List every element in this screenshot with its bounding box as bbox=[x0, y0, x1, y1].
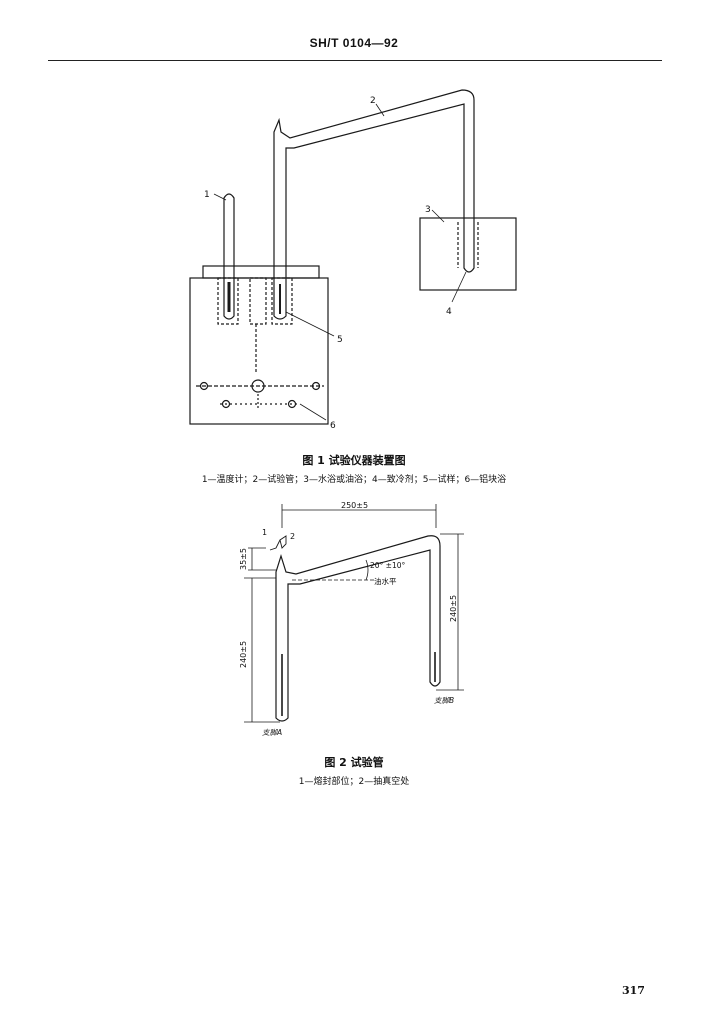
figure1-diagram: 1 2 3 4 5 6 bbox=[189, 89, 517, 431]
fig2-label-1: 1 bbox=[262, 528, 267, 537]
page-header: SH/T 0104—92 bbox=[309, 36, 399, 50]
dim-left-height: 240±5 bbox=[239, 641, 248, 668]
foot-a-label: 支脚A bbox=[262, 728, 282, 737]
fig1-label-1: 1 bbox=[204, 190, 210, 200]
figure2-caption: 图 2 试验管 bbox=[324, 756, 384, 769]
angle-label: 20° ±10° bbox=[370, 561, 406, 570]
page-number: 317 bbox=[622, 984, 645, 997]
fig1-label-2: 2 bbox=[370, 96, 376, 106]
header-rule bbox=[48, 60, 662, 61]
dim-top: 35±5 bbox=[239, 548, 248, 570]
water-bath bbox=[419, 217, 517, 291]
fig2-label-2: 2 bbox=[290, 532, 295, 541]
figure2-diagram: 1 2 250±5 35±5 240±5 240±5 20° ±10° 油水平 … bbox=[239, 501, 464, 737]
foot-b-label: 支脚B bbox=[434, 696, 454, 705]
well-left bbox=[217, 277, 239, 325]
thermometer bbox=[223, 193, 235, 320]
fig1-label-4: 4 bbox=[446, 307, 452, 317]
fig1-label-3: 3 bbox=[425, 205, 431, 215]
horizontal-label: 油水平 bbox=[374, 576, 397, 586]
dim-width: 250±5 bbox=[341, 501, 368, 510]
figure1-legend: 1—温度计；2—试验管；3—水浴或油浴；4—致冷剂；5—试样；6—铝块浴 bbox=[201, 475, 507, 485]
figure2-legend: 1—熔封部位；2—抽真空处 bbox=[298, 777, 410, 787]
test-tube-fig1 bbox=[273, 89, 475, 320]
fig1-label-6: 6 bbox=[330, 421, 336, 431]
fig1-label-5: 5 bbox=[337, 335, 343, 345]
well-center bbox=[249, 277, 267, 325]
well-right bbox=[271, 277, 293, 325]
test-tube-fig2 bbox=[275, 535, 441, 722]
dim-right-height: 240±5 bbox=[449, 595, 458, 622]
figure1-caption: 图 1 试验仪器装置图 bbox=[302, 454, 406, 467]
